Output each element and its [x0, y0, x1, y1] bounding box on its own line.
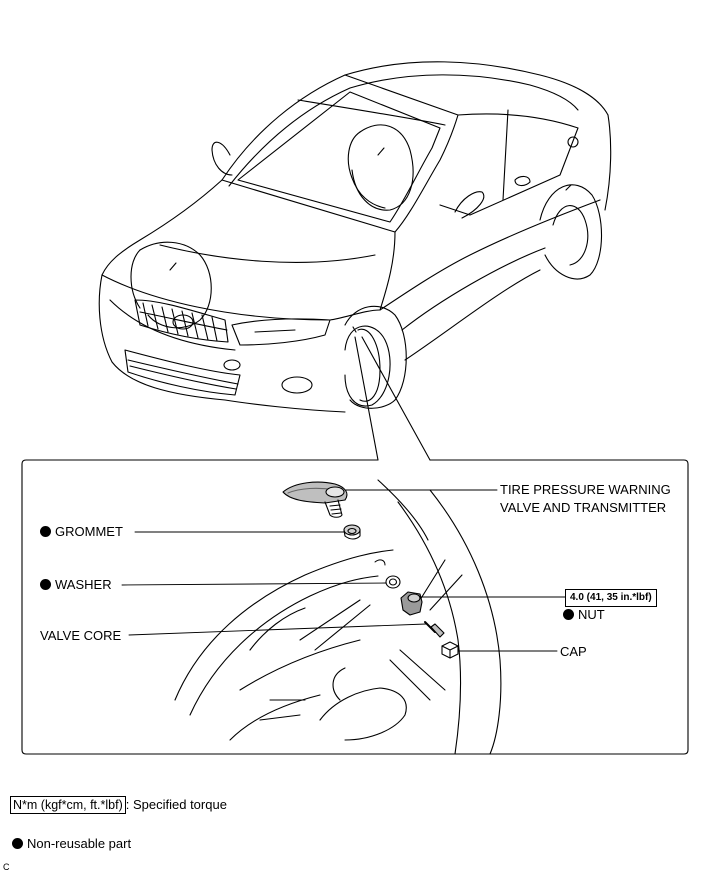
detail-leader: [354, 336, 431, 461]
legend-torque: N*m (kgf*cm, ft.*lbf): Specified torque: [10, 796, 227, 814]
cap-label: CAP: [560, 644, 587, 659]
grommet-part: [343, 524, 361, 540]
non-reusable-dot-icon: [40, 579, 51, 590]
nut-part: [400, 591, 423, 616]
cap-part: [441, 641, 459, 659]
detail-frame: [21, 459, 689, 755]
transmitter-label: TIRE PRESSURE WARNING VALVE AND TRANSMIT…: [500, 482, 671, 516]
legend-torque-units: N*m (kgf*cm, ft.*lbf): [10, 796, 126, 814]
car-illustration: [98, 61, 612, 413]
nut-label: NUT: [563, 607, 605, 623]
non-reusable-dot-icon: [40, 526, 51, 537]
legend-torque-desc: : Specified torque: [125, 797, 227, 812]
valve-core-part: [424, 621, 445, 638]
transmitter-label-line2: VALVE AND TRANSMITTER: [500, 500, 667, 515]
washer-label: WASHER: [40, 577, 112, 593]
washer-part: [385, 575, 401, 589]
torque-spec-box: 4.0 (41, 35 in.*lbf): [565, 589, 657, 607]
wheel-detail: [174, 479, 502, 755]
corner-code: C: [3, 862, 10, 872]
non-reusable-dot-icon: [12, 838, 23, 849]
grommet-label: GROMMET: [40, 524, 123, 540]
valve-core-label: VALVE CORE: [40, 628, 122, 643]
legend-non-reusable: Non-reusable part: [12, 836, 131, 852]
non-reusable-dot-icon: [563, 609, 574, 620]
transmitter-label-line1: TIRE PRESSURE WARNING: [500, 482, 671, 497]
transmitter-part: [282, 481, 348, 518]
